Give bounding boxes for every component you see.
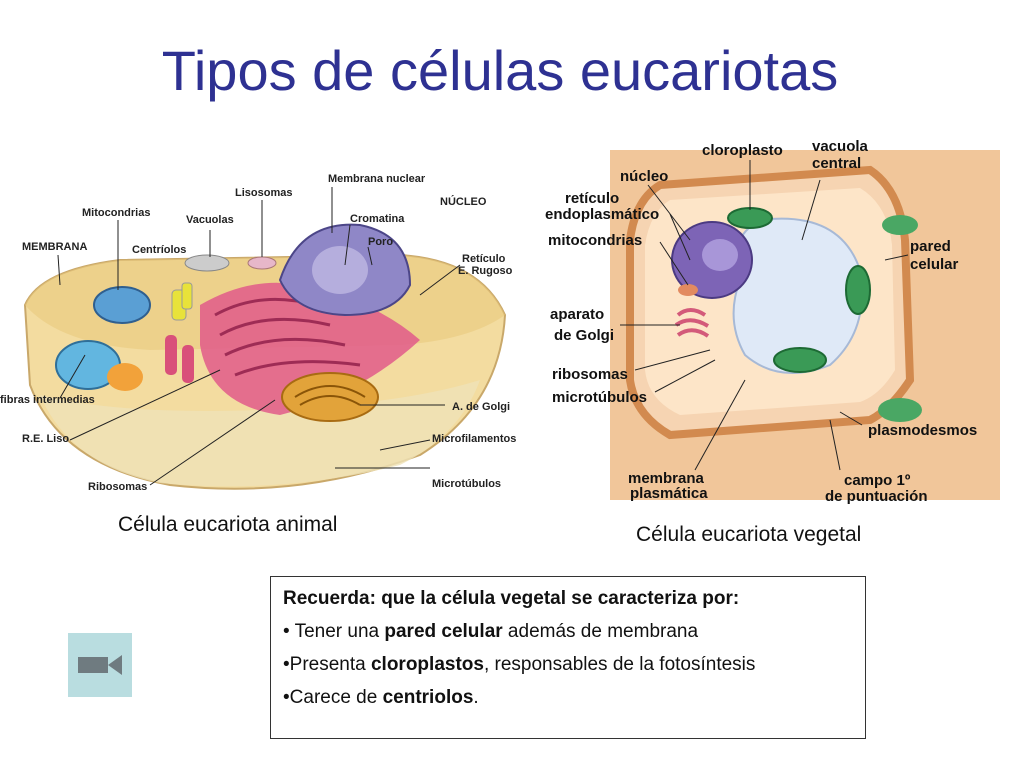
- label-pared: pared: [910, 238, 951, 255]
- label-ribosomas: Ribosomas: [88, 481, 148, 493]
- label-nucleo-vegetal: núcleo: [620, 168, 669, 185]
- label-golgi: A. de Golgi: [452, 401, 511, 413]
- label-reticulo-vegetal: retículo: [565, 190, 620, 207]
- slide-title: Tipos de células eucariotas: [161, 39, 839, 102]
- video-button[interactable]: [68, 633, 132, 697]
- caption-animal: Célula eucariota animal: [118, 513, 338, 536]
- label-plasmodesmos: plasmodesmos: [868, 422, 978, 439]
- animal-cell-figure: MEMBRANA Mitocondrias Centríolos Vacuola…: [0, 165, 530, 505]
- label-celular: celular: [910, 256, 959, 273]
- label-mitocondrias: Mitocondrias: [82, 207, 151, 219]
- label-membrana: MEMBRANA: [22, 241, 88, 253]
- label-de-puntuacion: de puntuación: [825, 488, 928, 505]
- label-vacuolas: Vacuolas: [186, 214, 234, 226]
- plant-cell-figure: cloroplasto vacuola central núcleo retíc…: [540, 130, 1010, 510]
- label-aparato: aparato: [550, 306, 605, 323]
- video-camera-icon: [78, 655, 122, 675]
- label-microtubulos-vegetal: microtúbulos: [552, 389, 648, 406]
- label-mitocondrias-vegetal: mitocondrias: [548, 232, 643, 249]
- label-vacuola-central: central: [812, 155, 862, 172]
- label-microtubulos: Microtúbulos: [432, 478, 502, 490]
- reminder-item-cloroplastos: •Presenta cloroplastos, responsables de …: [283, 654, 756, 675]
- label-reticulo: Retículo: [462, 253, 506, 265]
- label-plasmatica: plasmática: [630, 485, 708, 502]
- label-e-rugoso: E. Rugoso: [458, 265, 513, 277]
- reminder-item-pared: • Tener una pared celular además de memb…: [283, 621, 699, 642]
- label-microfilamentos: Microfilamentos: [432, 433, 517, 445]
- label-membrana-nuclear: Membrana nuclear: [328, 173, 426, 185]
- reminder-item-centriolos: •Carece de centriolos.: [283, 687, 479, 708]
- plant-cell-illustration: [610, 150, 1000, 500]
- label-campo: campo 1º: [844, 472, 911, 489]
- label-re-liso: R.E. Liso: [22, 433, 70, 445]
- label-poro: Poro: [368, 236, 394, 248]
- label-cromatina: Cromatina: [350, 213, 405, 225]
- label-membrana-plasmatica: membrana: [628, 470, 704, 487]
- caption-vegetal: Célula eucariota vegetal: [636, 523, 862, 546]
- label-lisosomas: Lisosomas: [235, 187, 293, 199]
- reminder-box: Recuerda: que la célula vegetal se carac…: [270, 576, 866, 739]
- label-endoplasmatico: endoplasmático: [545, 206, 660, 223]
- label-fibras-intermedias: fibras intermedias: [0, 394, 95, 406]
- label-nucleo: NÚCLEO: [440, 196, 487, 208]
- reminder-heading: Recuerda: que la célula vegetal se carac…: [283, 588, 740, 609]
- animal-cell-illustration: [23, 187, 507, 490]
- label-vacuola: vacuola: [812, 138, 868, 155]
- label-de-golgi: de Golgi: [554, 327, 614, 344]
- label-cloroplasto: cloroplasto: [702, 142, 783, 159]
- label-ribosomas-vegetal: ribosomas: [552, 366, 628, 383]
- label-centriolos: Centríolos: [132, 244, 187, 256]
